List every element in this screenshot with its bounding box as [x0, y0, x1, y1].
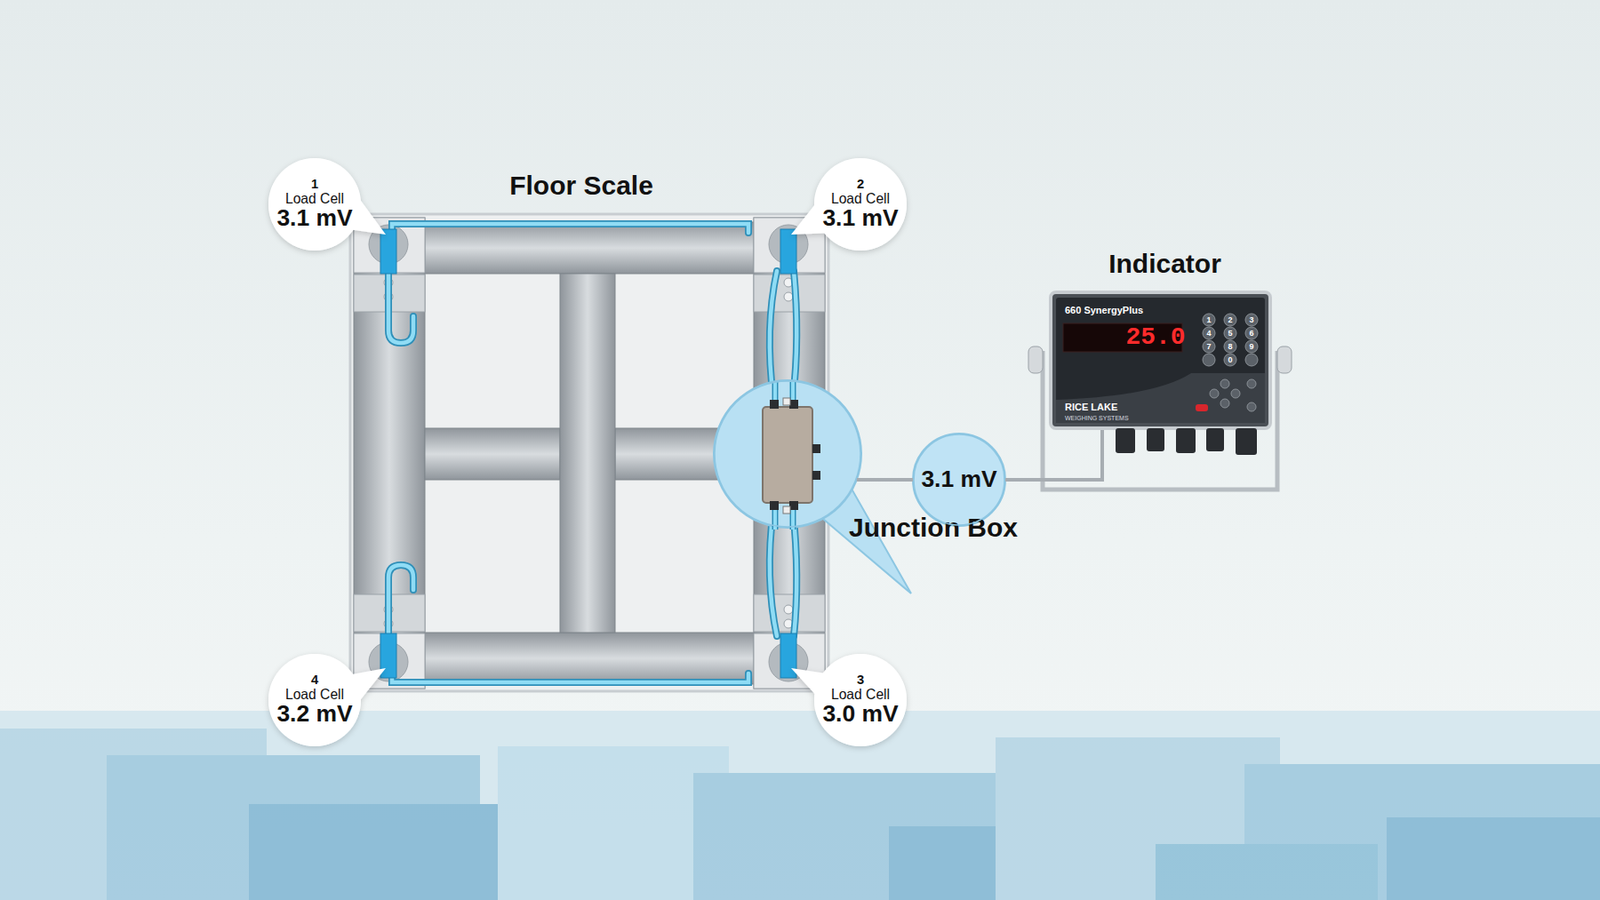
key-label: 7: [1206, 343, 1211, 352]
key-label: 9: [1248, 343, 1254, 352]
node-text: 3.1 mV: [822, 206, 898, 232]
signal-cable: [1005, 430, 1103, 480]
heading-label: Indicator: [1050, 249, 1280, 279]
node-text: 4: [311, 673, 319, 688]
load-cell-callout: 4Load Cell3.2 mV: [268, 654, 361, 747]
load-cell-callout: 3Load Cell3.0 mV: [814, 654, 907, 747]
node-outline: [815, 159, 906, 250]
key-label: 8: [1227, 343, 1232, 352]
node-text: 3.2 mV: [276, 702, 352, 728]
node-text: 3.0 mV: [822, 702, 898, 728]
node-outline: [913, 434, 1005, 526]
key-label: 3: [1248, 316, 1254, 325]
node-outline: [269, 655, 360, 746]
key-label: 0: [1227, 356, 1232, 365]
node-text: 3: [856, 673, 864, 688]
brand-subtitle: WEIGHING SYSTEMS: [1064, 415, 1129, 422]
junction-box: Junction Box: [713, 380, 862, 528]
node-outline: [714, 381, 861, 528]
signal-cable: [856, 478, 913, 482]
node-text: 1: [311, 177, 319, 192]
brand-model: 660 SynergyPlus: [1064, 305, 1144, 316]
node-outline: [815, 655, 906, 746]
node-text: Load Cell: [285, 688, 344, 703]
junction-box-magnifier: [713, 380, 912, 594]
load-cell-callout: 1Load Cell3.1 mV: [268, 158, 361, 251]
load-cell-callout: 2Load Cell3.1 mV: [814, 158, 907, 251]
signal-reading: 3.1 mV: [912, 433, 1006, 527]
node-outline: [269, 159, 360, 250]
key-label: 6: [1248, 329, 1254, 338]
brush-strokes: [0, 711, 1600, 900]
indicator-unit: [1028, 292, 1292, 490]
node-text: Load Cell: [831, 192, 890, 207]
display-reading: 25.0: [1125, 325, 1185, 351]
signal-bubble: [912, 433, 1006, 527]
floor-scale: Floor Scale: [352, 214, 827, 692]
key-label: 5: [1227, 329, 1232, 338]
heading-label: Floor Scale: [352, 171, 811, 200]
node-outline: [713, 380, 862, 528]
node-text: Load Cell: [285, 192, 344, 207]
node-text: 3.1 mV: [920, 467, 997, 493]
key-label: 1: [1206, 316, 1211, 325]
node-text: 2: [856, 177, 864, 192]
key-label: 4: [1206, 329, 1211, 338]
key-label: 2: [1227, 316, 1232, 325]
brand-name: RICE LAKE: [1064, 402, 1118, 413]
callout-bubbles: [268, 158, 907, 747]
node-text: Load Cell: [831, 688, 890, 703]
node-text: 3.1 mV: [276, 206, 352, 232]
